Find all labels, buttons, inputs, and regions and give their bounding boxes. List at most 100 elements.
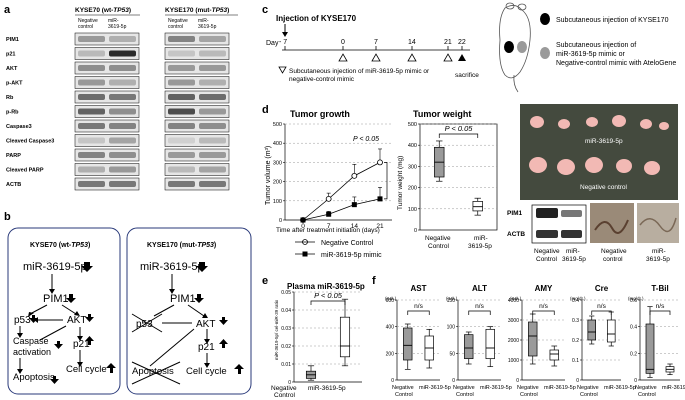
timeline-day-label: 7 — [374, 39, 378, 46]
biochem-chart-amy: (IU/L)AMY01000200030004000n/sNegativeCon… — [508, 284, 576, 398]
mimic-injection-triangle — [371, 53, 381, 62]
significance-label: P < 0.05 — [445, 124, 474, 133]
blot-row-label: Cleaved Caspase3 — [6, 139, 54, 145]
y-tick-label: 500 — [273, 122, 282, 128]
blot-band — [78, 79, 105, 86]
significance-bracket — [407, 310, 430, 315]
y-tick-label: 0 — [516, 378, 519, 384]
biochem-chart-cre: (mg/dL)Cre00.10.20.30.4n/sNegativeContro… — [570, 284, 636, 398]
blot-band — [78, 36, 105, 42]
x-label-mir: miR-3619-5p — [662, 385, 685, 391]
blot-row-label: p21 — [6, 52, 15, 58]
x-label-mir: miR-3619-5p — [544, 385, 576, 391]
blot-band — [78, 65, 105, 71]
biochem-chart-ast: (IU/L)AST0200400600n/sNegativeControlmiR… — [385, 284, 451, 398]
plasma-x-mir: miR-3619-5p — [308, 385, 346, 392]
x-label-neg: Control — [395, 392, 413, 398]
box-body — [403, 327, 413, 361]
unit-label: (mg/dL) — [570, 296, 586, 301]
tumor-blot-band — [536, 208, 558, 218]
y-tick-label: 400 — [408, 143, 417, 149]
blot-band — [78, 152, 105, 158]
blot-band — [199, 137, 226, 144]
panel-letter-d: d — [262, 104, 269, 116]
y-tick-label: 200 — [273, 180, 282, 186]
blot-band — [199, 94, 226, 100]
blot2-title: KYSE170 (mut-TP53) — [165, 7, 229, 14]
assay-title: AST — [411, 284, 427, 293]
x-label-mir: miR-3619-5p — [480, 385, 512, 391]
blot-row-label: PARP — [6, 153, 21, 159]
pathway-left-mir: miR-3619-5p — [23, 261, 87, 273]
box-body — [464, 334, 474, 360]
x-label-neg: Control — [580, 392, 598, 398]
series-line — [302, 198, 381, 221]
x-tick-label: 14 — [351, 223, 359, 230]
tumor-blot-pim1: PIM1 — [507, 210, 523, 217]
y-tick-label: 4000 — [508, 298, 519, 304]
y-tick-label: 500 — [408, 122, 417, 128]
pathway-right-pim1: PIM1 — [170, 293, 196, 305]
day-label: Day — [266, 40, 279, 47]
blot-band — [78, 166, 105, 173]
pathway-right-title: KYSE170 (mut-TP53) — [147, 242, 216, 249]
y-tick-label: 2000 — [508, 338, 519, 344]
blot-band — [168, 123, 195, 129]
x-label-neg: Negative — [453, 385, 475, 391]
y-tick-label: 0.2 — [630, 351, 637, 357]
panel-letter-b: b — [4, 211, 11, 223]
data-point — [377, 196, 383, 202]
y-tick-label: 0 — [576, 378, 579, 384]
pathway-right-arrowheads — [169, 289, 210, 368]
y-tick-label: 0.05 — [281, 290, 291, 296]
y-tick-label: 0 — [391, 378, 394, 384]
blot-row-label: p-AKT — [6, 81, 23, 87]
biochem-chart-alt: (IU/L)ALT050100150n/sNegativeControlmiR-… — [446, 284, 512, 398]
y-tick-label: 0.04 — [281, 308, 291, 314]
injection-label: Injection of KYSE170 — [276, 14, 357, 23]
y-tick-label: 200 — [386, 351, 395, 357]
pathway-right-p21: p21 — [198, 342, 215, 353]
blot-row-label: ACTB — [6, 182, 21, 188]
unit-label: (IU/L) — [510, 296, 522, 301]
blot-band — [78, 108, 105, 115]
blot1-title: KYSE70 (wt-TP53) — [75, 7, 131, 14]
pathway-left-title: KYSE70 (wt-TP53) — [30, 242, 90, 249]
panel-letter-c: c — [262, 4, 268, 16]
tumor-photo — [520, 104, 678, 200]
blot1-col-mir: miR-3619-5p — [108, 18, 127, 30]
significance-label: n/s — [475, 303, 484, 310]
tumor-blot-actb: ACTB — [507, 231, 525, 238]
panel-e: Plasma miR-3619-5p 00.010.020.030.040.05… — [271, 282, 365, 399]
assay-title: ALT — [472, 284, 487, 293]
weight-ylabel: Tumor weight (mg) — [397, 156, 404, 210]
legend-triangle-icon — [278, 66, 287, 74]
unit-label: (IU/L) — [385, 296, 397, 301]
legend-black-text: Subcutaneous injection of KYSE170 — [556, 17, 669, 24]
photo-neg-label: Negative control — [580, 184, 628, 191]
panel-letter-a: a — [4, 4, 11, 16]
blot-band — [199, 79, 226, 86]
y-tick-label: 600 — [386, 298, 395, 304]
data-point — [377, 159, 383, 166]
blot-band — [168, 65, 195, 71]
x-label-neg: Control — [520, 392, 538, 398]
data-point — [326, 211, 332, 217]
unit-label: (mg/dL) — [628, 296, 644, 301]
x-label-neg: Control — [638, 392, 656, 398]
data-point — [351, 172, 358, 179]
blot-band — [199, 166, 226, 173]
mimic-injection-triangle — [407, 53, 417, 62]
growth-xlabel: Time after treatment initiation (days) — [276, 227, 380, 234]
pathway-left-arrowheads — [17, 289, 83, 374]
blot-band — [109, 108, 136, 115]
significance-bracket — [591, 310, 612, 315]
y-tick-label: 0.02 — [281, 344, 291, 350]
blot-band — [109, 137, 136, 144]
